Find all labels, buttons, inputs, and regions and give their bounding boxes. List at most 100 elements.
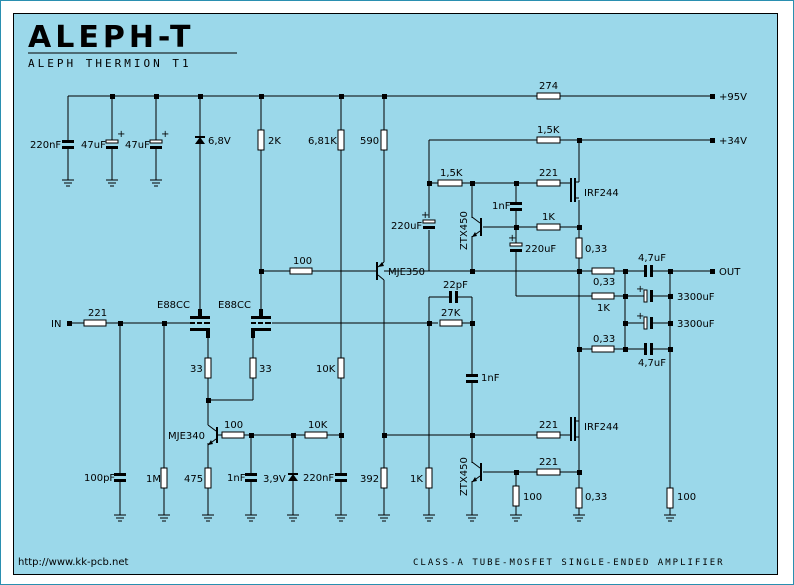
resistor-392: 392 [360, 467, 388, 489]
terminal-out [710, 269, 715, 274]
tube-e88cc-2: E88CC [218, 300, 271, 338]
svg-text:1K: 1K [542, 212, 555, 223]
svg-text:47uF: 47uF [81, 140, 106, 151]
transistor-mje340: MJE340 [168, 424, 218, 446]
capacitor-220nf-bot: 220nF [303, 473, 347, 484]
svg-text:220nF: 220nF [30, 140, 61, 151]
svg-text:IRF244: IRF244 [584, 422, 619, 433]
capacitor-1nf-top: 1nF [492, 201, 522, 212]
resistor-1k-out: 1K [591, 292, 615, 314]
svg-text:22pF: 22pF [443, 280, 468, 291]
svg-text:0,33: 0,33 [593, 334, 615, 345]
svg-text:1nF: 1nF [227, 473, 246, 484]
svg-text:1nF: 1nF [481, 373, 500, 384]
resistor-475: 475 [184, 467, 212, 489]
svg-text:3300uF: 3300uF [677, 319, 715, 330]
svg-text:100: 100 [677, 492, 696, 503]
resistor-1-5k-mid: 1,5K [437, 168, 463, 187]
resistor-590: 590 [360, 129, 388, 151]
resistor-1-5k-top: 1,5K [536, 125, 561, 144]
svg-text:+: + [161, 129, 169, 140]
svg-text:0,33: 0,33 [585, 244, 607, 255]
terminal-95v [710, 94, 715, 99]
resistor-1k-mid: 1K [536, 212, 561, 231]
resistor-27k: 27K [439, 308, 463, 327]
resistor-100-base: 100 [289, 256, 313, 275]
svg-text:1nF: 1nF [492, 201, 511, 212]
terminal-in-label: IN [51, 319, 61, 330]
capacitor-220uf-a: +220uF [391, 210, 436, 232]
zener-6-8v: 6,8V [195, 136, 231, 147]
svg-text:475: 475 [184, 474, 203, 485]
wires [67, 95, 712, 515]
resistor-1m: 1M [146, 467, 168, 489]
svg-text:33: 33 [259, 364, 272, 375]
svg-text:+: + [508, 233, 516, 244]
svg-text:33: 33 [190, 364, 203, 375]
svg-text:6,81K: 6,81K [308, 136, 337, 147]
svg-text:MJE350: MJE350 [388, 267, 425, 278]
resistor-100-mje340: 100 [221, 420, 245, 439]
svg-text:220uF: 220uF [391, 221, 422, 232]
svg-text:E88CC: E88CC [157, 300, 190, 311]
resistor-033-top: 0,33 [575, 237, 607, 259]
resistor-221-bot: 221 [536, 457, 561, 476]
svg-text:220nF: 220nF [303, 473, 334, 484]
svg-text:10K: 10K [316, 364, 336, 375]
svg-text:274: 274 [539, 81, 558, 92]
svg-text:47uF: 47uF [125, 140, 150, 151]
capacitor-3300uf-b: +3300uF [636, 311, 715, 330]
capacitor-3300uf-a: +3300uF [636, 284, 715, 303]
terminal-out-label: OUT [719, 267, 741, 278]
svg-text:221: 221 [88, 308, 107, 319]
svg-text:MJE340: MJE340 [168, 431, 205, 442]
mosfet-irf244-bot: IRF244 [570, 417, 619, 441]
capacitor-4-7uf-out-a: 4,7uF [638, 253, 666, 277]
capacitor-47uf-a: +47uF [81, 129, 125, 151]
svg-text:0,33: 0,33 [593, 277, 615, 288]
transistor-ztx450-bot: ZTX450 [459, 457, 482, 496]
resistor-1k-bot: 1K [410, 467, 433, 489]
resistor-2k: 2K [257, 129, 281, 151]
resistor-10k-horiz: 10K [304, 420, 328, 439]
tube-e88cc-1: E88CC [157, 300, 210, 338]
ground-symbols [61, 179, 677, 522]
svg-text:ZTX450: ZTX450 [459, 211, 470, 250]
svg-text:221: 221 [539, 420, 558, 431]
svg-text:100: 100 [224, 420, 243, 431]
svg-text:+: + [636, 284, 644, 295]
svg-text:1,5K: 1,5K [537, 125, 560, 136]
resistor-100-bot: 100 [512, 485, 542, 507]
mosfet-irf244-top: IRF244 [570, 178, 619, 202]
svg-text:+: + [636, 311, 644, 322]
svg-text:4,7uF: 4,7uF [638, 358, 666, 369]
svg-text:1K: 1K [410, 474, 423, 485]
svg-text:E88CC: E88CC [218, 300, 251, 311]
resistor-10k-vert: 10K [316, 357, 345, 379]
svg-text:2K: 2K [268, 136, 281, 147]
resistor-33-b: 33 [249, 357, 272, 379]
footer-url[interactable]: http://www.kk-pcb.net [18, 557, 128, 568]
svg-text:221: 221 [539, 457, 558, 468]
resistor-221-gate-top: 221 [536, 168, 561, 187]
terminal-34v-label: +34V [719, 136, 747, 147]
svg-text:1M: 1M [146, 474, 161, 485]
terminal-34v [710, 138, 715, 143]
svg-text:3300uF: 3300uF [677, 292, 715, 303]
resistor-033-out-a: 0,33 [591, 267, 615, 288]
capacitor-100pf: 100pF [84, 473, 126, 484]
svg-text:4,7uF: 4,7uF [638, 253, 666, 264]
svg-text:10K: 10K [308, 420, 328, 431]
svg-text:392: 392 [360, 474, 379, 485]
resistor-100-right: 100 [666, 487, 696, 509]
resistor-221-input: 221 [83, 308, 107, 327]
svg-text:1,5K: 1,5K [440, 168, 463, 179]
capacitor-22pf: 22pF [443, 280, 468, 303]
capacitor-4-7uf-out-b: 4,7uF [638, 343, 666, 369]
capacitor-1nf-bot: 1nF [227, 473, 257, 484]
svg-text:3,9V: 3,9V [263, 474, 286, 485]
resistor-033-out-b: 0,33 [591, 334, 615, 353]
terminal-95v-label: +95V [719, 92, 747, 103]
title: ALEPH-T [28, 20, 194, 55]
